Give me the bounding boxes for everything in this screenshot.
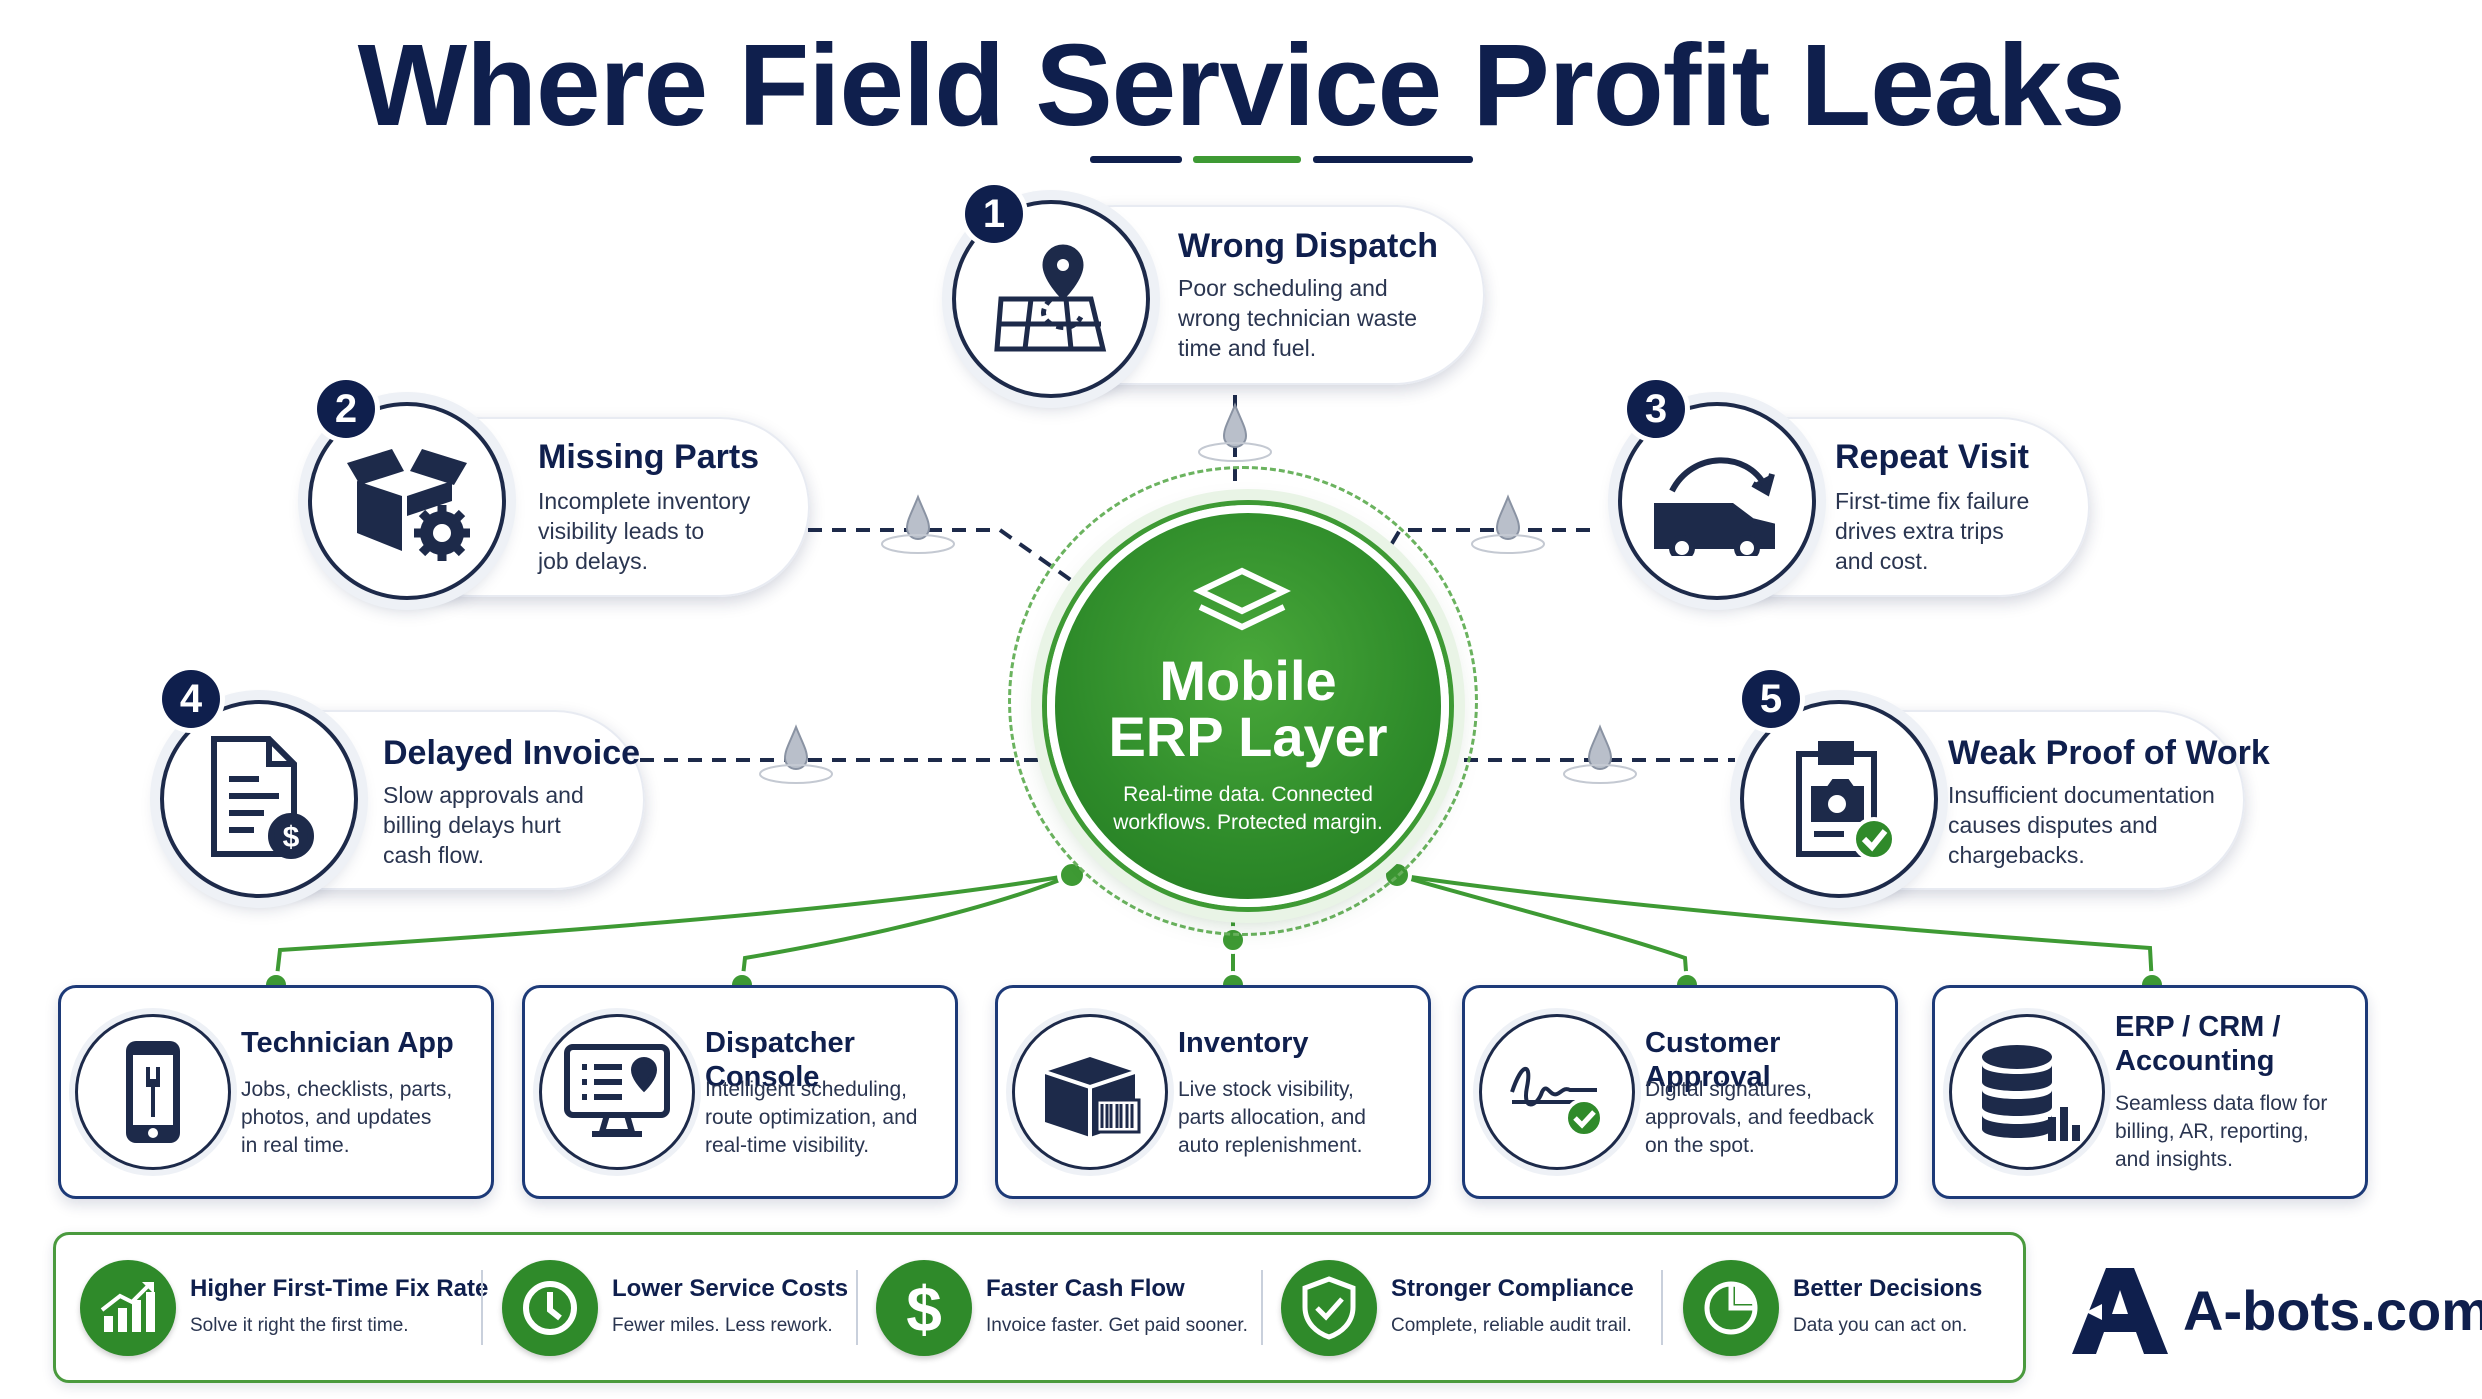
leak-drop-icon bbox=[1587, 724, 1613, 770]
leak-title: Wrong Dispatch bbox=[1178, 227, 1439, 265]
hub-subtitle-line2: workflows. Protected margin. bbox=[1113, 811, 1383, 834]
leak-drop-icon bbox=[1495, 494, 1521, 540]
database-chart-icon bbox=[1949, 1014, 2105, 1170]
brand-name: A-bots.com bbox=[2183, 1279, 2482, 1342]
feature-description: Jobs, checklists, parts,photos, and upda… bbox=[241, 1078, 453, 1157]
clock-icon bbox=[502, 1260, 598, 1356]
leak-title: Weak Proof of Work bbox=[1948, 734, 2270, 772]
hub-subtitle-line1: Real-time data. Connected bbox=[1123, 783, 1373, 806]
leak-number-badge: 1 bbox=[965, 185, 1023, 243]
connector-erp bbox=[1396, 873, 2154, 986]
benefit-description: Data you can act on. bbox=[1793, 1315, 1968, 1336]
growth-chart-icon bbox=[80, 1260, 176, 1356]
feature-card-technician-app: Technician App Jobs, checklists, parts,p… bbox=[58, 985, 494, 1199]
feature-card-erp-crm-accounting: ERP / CRM /Accounting Seamless data flow… bbox=[1932, 985, 2368, 1199]
benefit-description: Solve it right the first time. bbox=[190, 1315, 409, 1336]
divider bbox=[1661, 1270, 1663, 1345]
dollar-icon: $ bbox=[876, 1260, 972, 1356]
divider bbox=[481, 1270, 483, 1345]
pie-chart-icon bbox=[1683, 1260, 1779, 1356]
a-bots-logo-icon bbox=[2072, 1268, 2168, 1354]
divider bbox=[1261, 1270, 1263, 1345]
benefit-title: Faster Cash Flow bbox=[986, 1275, 1185, 1302]
mobile-erp-hub: Mobile ERP Layer Real-time data. Connect… bbox=[1047, 505, 1449, 907]
connector-parts bbox=[808, 528, 1087, 592]
feature-card-inventory: Inventory Live stock visibility,parts al… bbox=[995, 985, 1431, 1199]
layers-icon bbox=[1193, 567, 1291, 631]
svg-text:$: $ bbox=[283, 821, 300, 854]
signature-check-icon bbox=[1479, 1014, 1635, 1170]
leak-number-badge: 4 bbox=[162, 670, 220, 728]
leak-drop-icon bbox=[783, 724, 809, 770]
hub-title-line2: ERP Layer bbox=[1108, 705, 1388, 768]
divider bbox=[856, 1270, 858, 1345]
clipboard-camera-icon bbox=[1740, 700, 1938, 898]
leak-title: Missing Parts bbox=[538, 438, 760, 476]
benefit-description: Fewer miles. Less rework. bbox=[612, 1315, 833, 1336]
feature-card-customer-approval: Customer Approval Digital signatures,app… bbox=[1462, 985, 1898, 1199]
benefits-bar: Higher First-Time Fix Rate Solve it righ… bbox=[53, 1232, 2026, 1383]
benefit-description: Invoice faster. Get paid sooner. bbox=[986, 1315, 1248, 1336]
feature-title: Dispatcher Console bbox=[705, 1027, 855, 1093]
feature-title: ERP / CRM /Accounting bbox=[2115, 1011, 2281, 1077]
leak-number-badge: 5 bbox=[1742, 670, 1800, 728]
invoice-dollar-icon: $ bbox=[160, 700, 358, 898]
benefit-description: Complete, reliable audit trail. bbox=[1391, 1315, 1632, 1336]
hub-title-line1: Mobile bbox=[1159, 649, 1337, 712]
hub-outer-ring bbox=[1008, 466, 1478, 936]
monitor-map-icon bbox=[539, 1014, 695, 1170]
connector-technician bbox=[274, 873, 1073, 986]
page-title: Where Field Service Profit Leaks bbox=[357, 20, 2126, 150]
leak-card-weak-proof: 5 Weak Proof of Work Insufficient docume… bbox=[1720, 670, 2270, 910]
feature-title: Customer Approval bbox=[1645, 1027, 1781, 1093]
phone-wrench-icon bbox=[75, 1014, 231, 1170]
feature-title: Technician App bbox=[241, 1027, 454, 1059]
leak-title: Delayed Invoice bbox=[383, 734, 641, 772]
box-barcode-icon bbox=[1012, 1014, 1168, 1170]
svg-text:$: $ bbox=[906, 1273, 942, 1343]
connector-approval bbox=[1396, 873, 1689, 986]
connector-dispatcher bbox=[740, 873, 1073, 986]
title-underline-right bbox=[1313, 156, 1473, 163]
leak-drop-icon bbox=[1222, 402, 1248, 448]
feature-description: Live stock visibility,parts allocation, … bbox=[1178, 1078, 1366, 1157]
shield-check-icon bbox=[1281, 1260, 1377, 1356]
title-underline-left bbox=[1090, 156, 1182, 163]
feature-description: Digital signatures,approvals, and feedba… bbox=[1645, 1078, 1874, 1157]
leak-drop-icon bbox=[905, 494, 931, 540]
feature-description: Intelligent scheduling,route optimizatio… bbox=[705, 1078, 918, 1157]
leak-number-badge: 2 bbox=[317, 380, 375, 438]
benefit-title: Stronger Compliance bbox=[1391, 1275, 1634, 1302]
leak-title: Repeat Visit bbox=[1835, 438, 2030, 476]
leak-number-badge: 3 bbox=[1627, 380, 1685, 438]
benefit-title: Lower Service Costs bbox=[612, 1275, 849, 1302]
benefit-title: Better Decisions bbox=[1793, 1275, 1983, 1302]
feature-card-dispatcher-console: Dispatcher Console Intelligent schedulin… bbox=[522, 985, 958, 1199]
feature-title: Inventory bbox=[1178, 1027, 1309, 1059]
brand-logo[interactable]: A-bots.com bbox=[2070, 1260, 2482, 1360]
benefit-title: Higher First-Time Fix Rate bbox=[190, 1275, 489, 1302]
title-underline-center bbox=[1193, 156, 1301, 163]
